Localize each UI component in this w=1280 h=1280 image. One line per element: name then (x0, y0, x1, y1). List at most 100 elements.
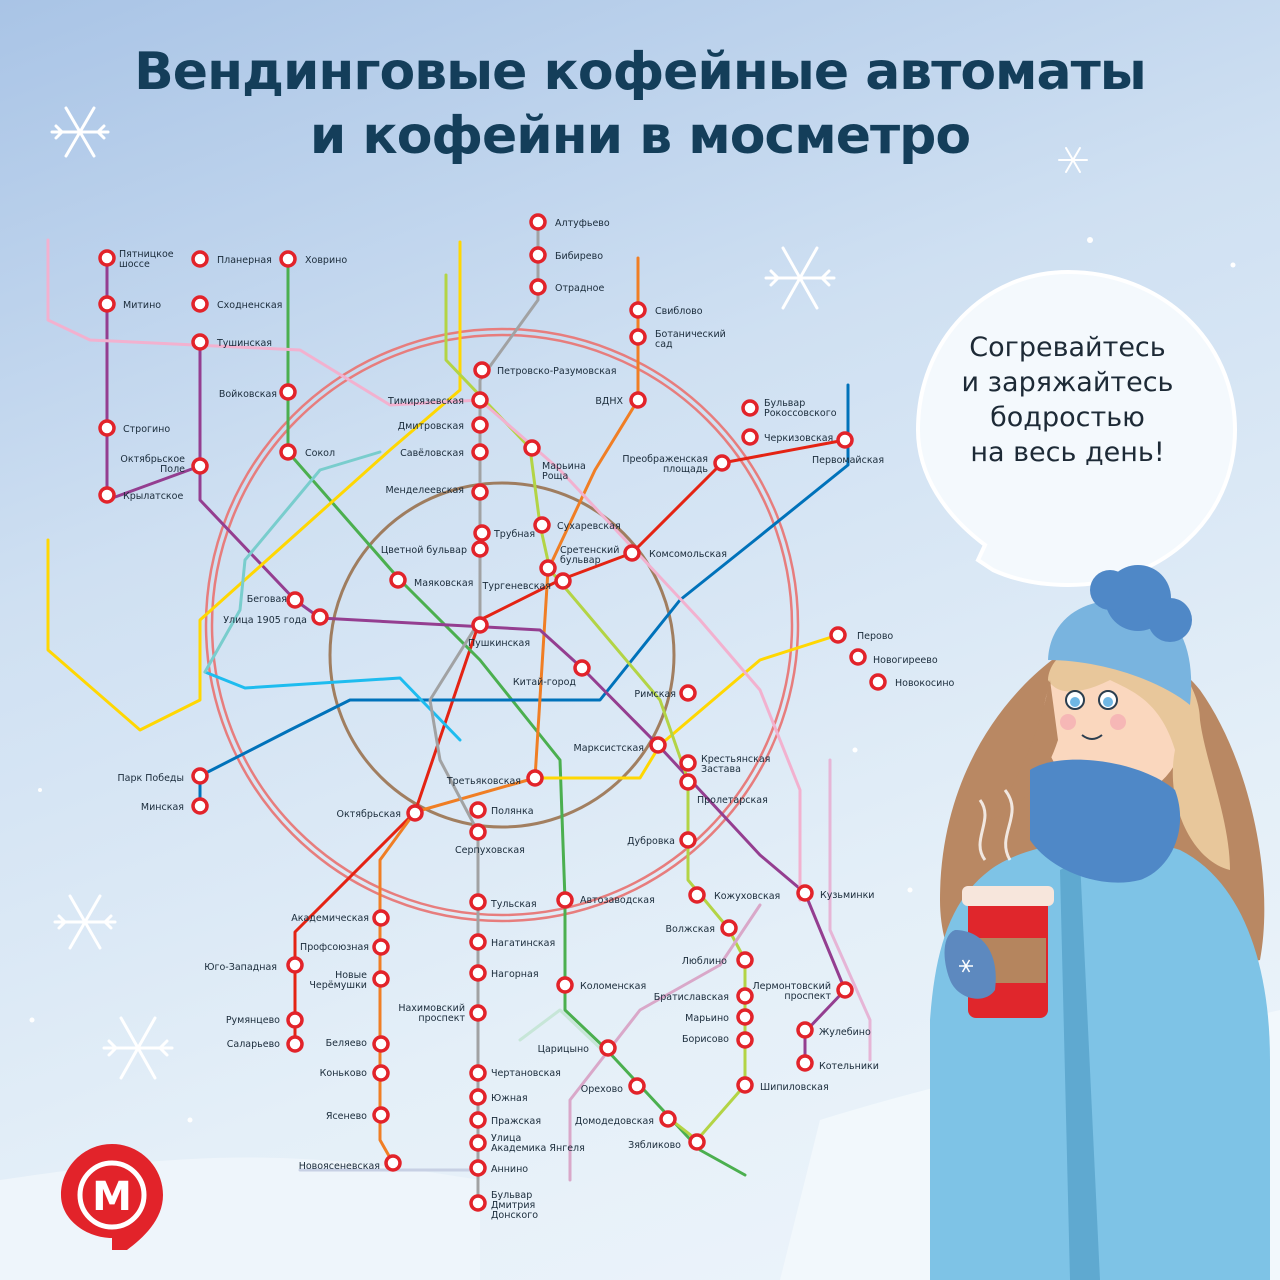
station-label-line: Чертановская (491, 1068, 561, 1079)
station-label: Строгино (123, 424, 170, 435)
station-marker (796, 1021, 814, 1039)
coffee-cup-lid (962, 886, 1054, 906)
station-marker (473, 524, 491, 542)
snowflake-icon (53, 894, 117, 950)
station-label-line: Нагорная (491, 969, 539, 980)
station-label-line: Дмитрия (491, 1200, 535, 1211)
station-label-line: Профсоюзная (300, 942, 369, 953)
koltsevaya-line (328, 481, 676, 829)
station-marker (469, 1194, 487, 1212)
station-marker (372, 1035, 390, 1053)
station-marker (191, 295, 209, 313)
station-label: Беговая (247, 594, 287, 605)
station-label-line: Планерная (217, 255, 272, 266)
station-label-line: Минская (141, 802, 184, 813)
station-label-line: Трубная (493, 529, 535, 540)
station-marker (471, 391, 489, 409)
station-label: Римская (634, 689, 676, 700)
station-label-line: Ховрино (305, 255, 347, 266)
station-label-line: Крылатское (123, 491, 183, 502)
station-marker (98, 295, 116, 313)
snowflake-icon (959, 959, 973, 973)
station-label: Царицыно (538, 1044, 590, 1055)
mcc-line (204, 327, 800, 923)
station-label-line: Академическая (291, 913, 369, 924)
station-marker (191, 797, 209, 815)
station-label-line: Серпуховская (455, 845, 525, 856)
station-label-line: Менделеевская (385, 485, 464, 496)
station-label: Пролетарская (697, 795, 768, 806)
station-label: Петровско-Разумовская (497, 366, 616, 377)
snowflake-icon (1058, 147, 1088, 173)
station-marker (389, 571, 407, 589)
station-marker (384, 1154, 402, 1172)
station-marker (659, 1110, 677, 1128)
station-marker (469, 893, 487, 911)
station-label-line: Сходненская (217, 300, 282, 311)
station-label-line: Строгино (123, 424, 170, 435)
moscow-metro-logo-icon: М (61, 1144, 163, 1250)
station-label-line: Котельники (819, 1061, 879, 1072)
station-label-line: Бульвар (491, 1190, 532, 1201)
station-label-line: Митино (123, 300, 161, 311)
station-label-line: Войковская (219, 389, 277, 400)
station-marker (629, 391, 647, 409)
mouth (1081, 734, 1103, 740)
station-label: Улица 1905 года (223, 615, 307, 626)
station-label-line: Братиславская (654, 992, 729, 1003)
station-label: Румянцево (226, 1015, 280, 1026)
station-marker (473, 361, 491, 379)
station-marker (372, 1106, 390, 1124)
station-label-line: Сретенский (560, 545, 619, 556)
station-label: Автозаводская (580, 895, 655, 906)
station-marker (623, 544, 641, 562)
station-label-line: Аннино (491, 1164, 528, 1175)
bubble-line-1: Согревайтесь (969, 332, 1166, 363)
station-label-line: Коньково (320, 1068, 368, 1079)
station-label: Аннино (491, 1164, 528, 1175)
station-marker (469, 1134, 487, 1152)
station-label: Братиславская (654, 992, 729, 1003)
station-marker (526, 769, 544, 787)
station-marker (191, 250, 209, 268)
station-label: Свиблово (655, 306, 703, 317)
station-marker (311, 608, 329, 626)
station-label: Новокосино (895, 678, 955, 689)
station-label-line: Октябрьское (120, 454, 185, 465)
cheek (1060, 714, 1076, 730)
station-marker (469, 933, 487, 951)
station-label: Дубровка (627, 836, 675, 847)
sokolnicheskaya-line (293, 438, 847, 1047)
station-label: Марксистская (574, 743, 644, 754)
station-label: ВДНХ (595, 396, 623, 407)
station-label: Третьяковская (446, 776, 521, 787)
station-label-line: Люблино (682, 956, 727, 967)
station-label-line: проспект (784, 991, 831, 1002)
station-marker (469, 1111, 487, 1129)
station-label-line: Черкизовская (764, 433, 833, 444)
station-marker (471, 443, 489, 461)
station-label: Волжская (666, 924, 715, 935)
station-label-line: шоссе (119, 259, 150, 270)
station-marker (736, 987, 754, 1005)
station-label-line: Донского (491, 1210, 538, 1221)
station-label: Саларьево (227, 1039, 280, 1050)
station-label: Кузьминки (820, 890, 874, 901)
station-marker (98, 486, 116, 504)
station-label-line: Парк Победы (118, 773, 184, 784)
station-marker (556, 976, 574, 994)
station-label-line: Перово (857, 631, 893, 642)
page-title: Вендинговые кофейные автоматы и кофейни … (0, 40, 1280, 168)
station-label-line: Марьина (542, 461, 586, 472)
station-label-line: Коломенская (580, 981, 646, 992)
station-marker (688, 1133, 706, 1151)
station-label-line: Пролетарская (697, 795, 768, 806)
